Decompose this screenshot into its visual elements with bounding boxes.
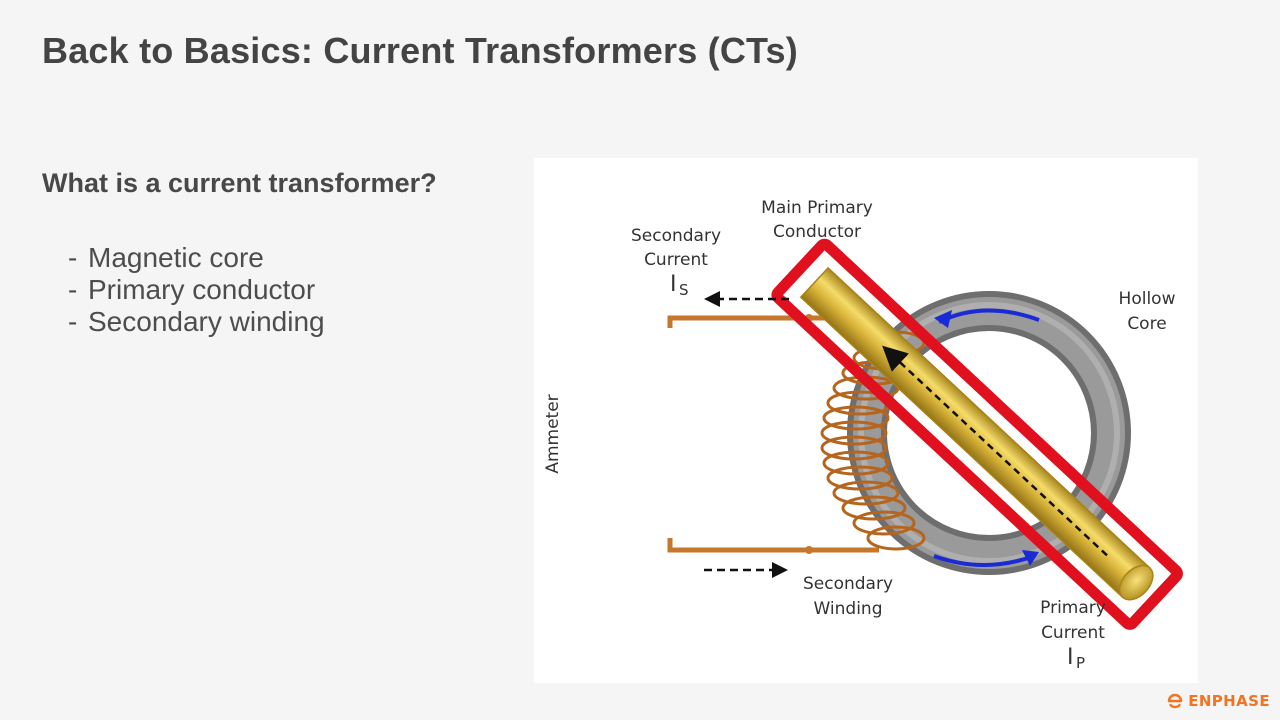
label-ip-symbol: I — [1067, 645, 1074, 670]
label-ip-sub: P — [1076, 654, 1085, 672]
enphase-logo-text: ENPHASE — [1188, 692, 1270, 710]
slide-question: What is a current transformer? — [42, 168, 437, 198]
enphase-logo-icon — [1167, 693, 1183, 709]
label-hollow-1: Hollow — [1119, 289, 1176, 309]
label-secondary-current-1: Secondary — [631, 226, 721, 246]
label-secondary-winding-1: Secondary — [803, 574, 893, 594]
label-main-primary-1: Main Primary — [761, 198, 873, 218]
bullet-item: -Primary conductor — [68, 274, 316, 305]
conductor-highlight — [771, 238, 1183, 630]
ct-diagram-svg: Main Primary Conductor Secondary Current… — [543, 198, 1183, 672]
label-primary-current-2: Current — [1041, 623, 1105, 643]
bullet-item: -Secondary winding — [68, 306, 325, 337]
bullet-list: -Magnetic core -Primary conductor -Secon… — [68, 242, 325, 338]
label-is-sub: S — [679, 281, 689, 299]
label-is-symbol: I — [670, 272, 677, 297]
label-primary-current-1: Primary — [1040, 598, 1106, 618]
bullet-item: -Magnetic core — [68, 242, 264, 273]
secondary-current-arrows — [704, 291, 789, 578]
ct-diagram: Main Primary Conductor Secondary Current… — [534, 158, 1198, 683]
enphase-logo: ENPHASE — [1166, 690, 1270, 712]
label-ammeter: Ammeter — [543, 394, 563, 473]
primary-conductor — [771, 238, 1183, 630]
label-secondary-current-2: Current — [644, 250, 708, 270]
label-hollow-2: Core — [1127, 314, 1166, 334]
slide-title: Back to Basics: Current Transformers (CT… — [42, 30, 798, 71]
label-main-primary-2: Conductor — [773, 222, 861, 242]
flux-arrows — [933, 308, 1040, 567]
label-secondary-winding-2: Winding — [813, 599, 882, 619]
